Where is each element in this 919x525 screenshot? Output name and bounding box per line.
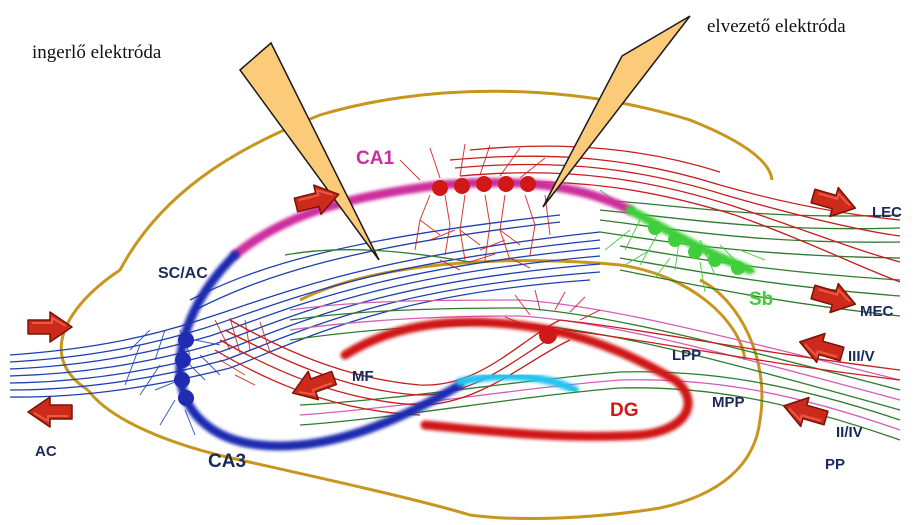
label-ca1: CA1 (356, 148, 394, 169)
label-layer2-4: II/IV (836, 424, 863, 441)
label-mf: MF (352, 368, 374, 385)
label-pp: PP (825, 456, 845, 473)
ca1-layer (235, 182, 630, 255)
label-mpp: MPP (712, 394, 745, 411)
dg-soma (539, 326, 557, 344)
arrow-ac-out (28, 397, 72, 427)
label-ac: AC (35, 443, 57, 460)
label-lec: LEC (872, 204, 902, 221)
ca3-layer (180, 255, 460, 446)
arrow-ac-in (28, 312, 72, 342)
blue-fibers (10, 215, 600, 397)
arrow-layer2-4 (780, 391, 831, 432)
label-sb: Sb (749, 289, 773, 310)
label-ca3: CA3 (208, 451, 246, 472)
label-layer3-5: III/V (848, 348, 875, 365)
arrow-mec (809, 278, 860, 319)
label-sc-ac: SC/AC (158, 265, 208, 282)
sb-layer (630, 210, 750, 270)
ca1-dendrites (400, 144, 550, 270)
label-mec: MEC (860, 303, 894, 320)
label-dg: DG (610, 400, 639, 421)
label-lpp: LPP (672, 347, 701, 364)
